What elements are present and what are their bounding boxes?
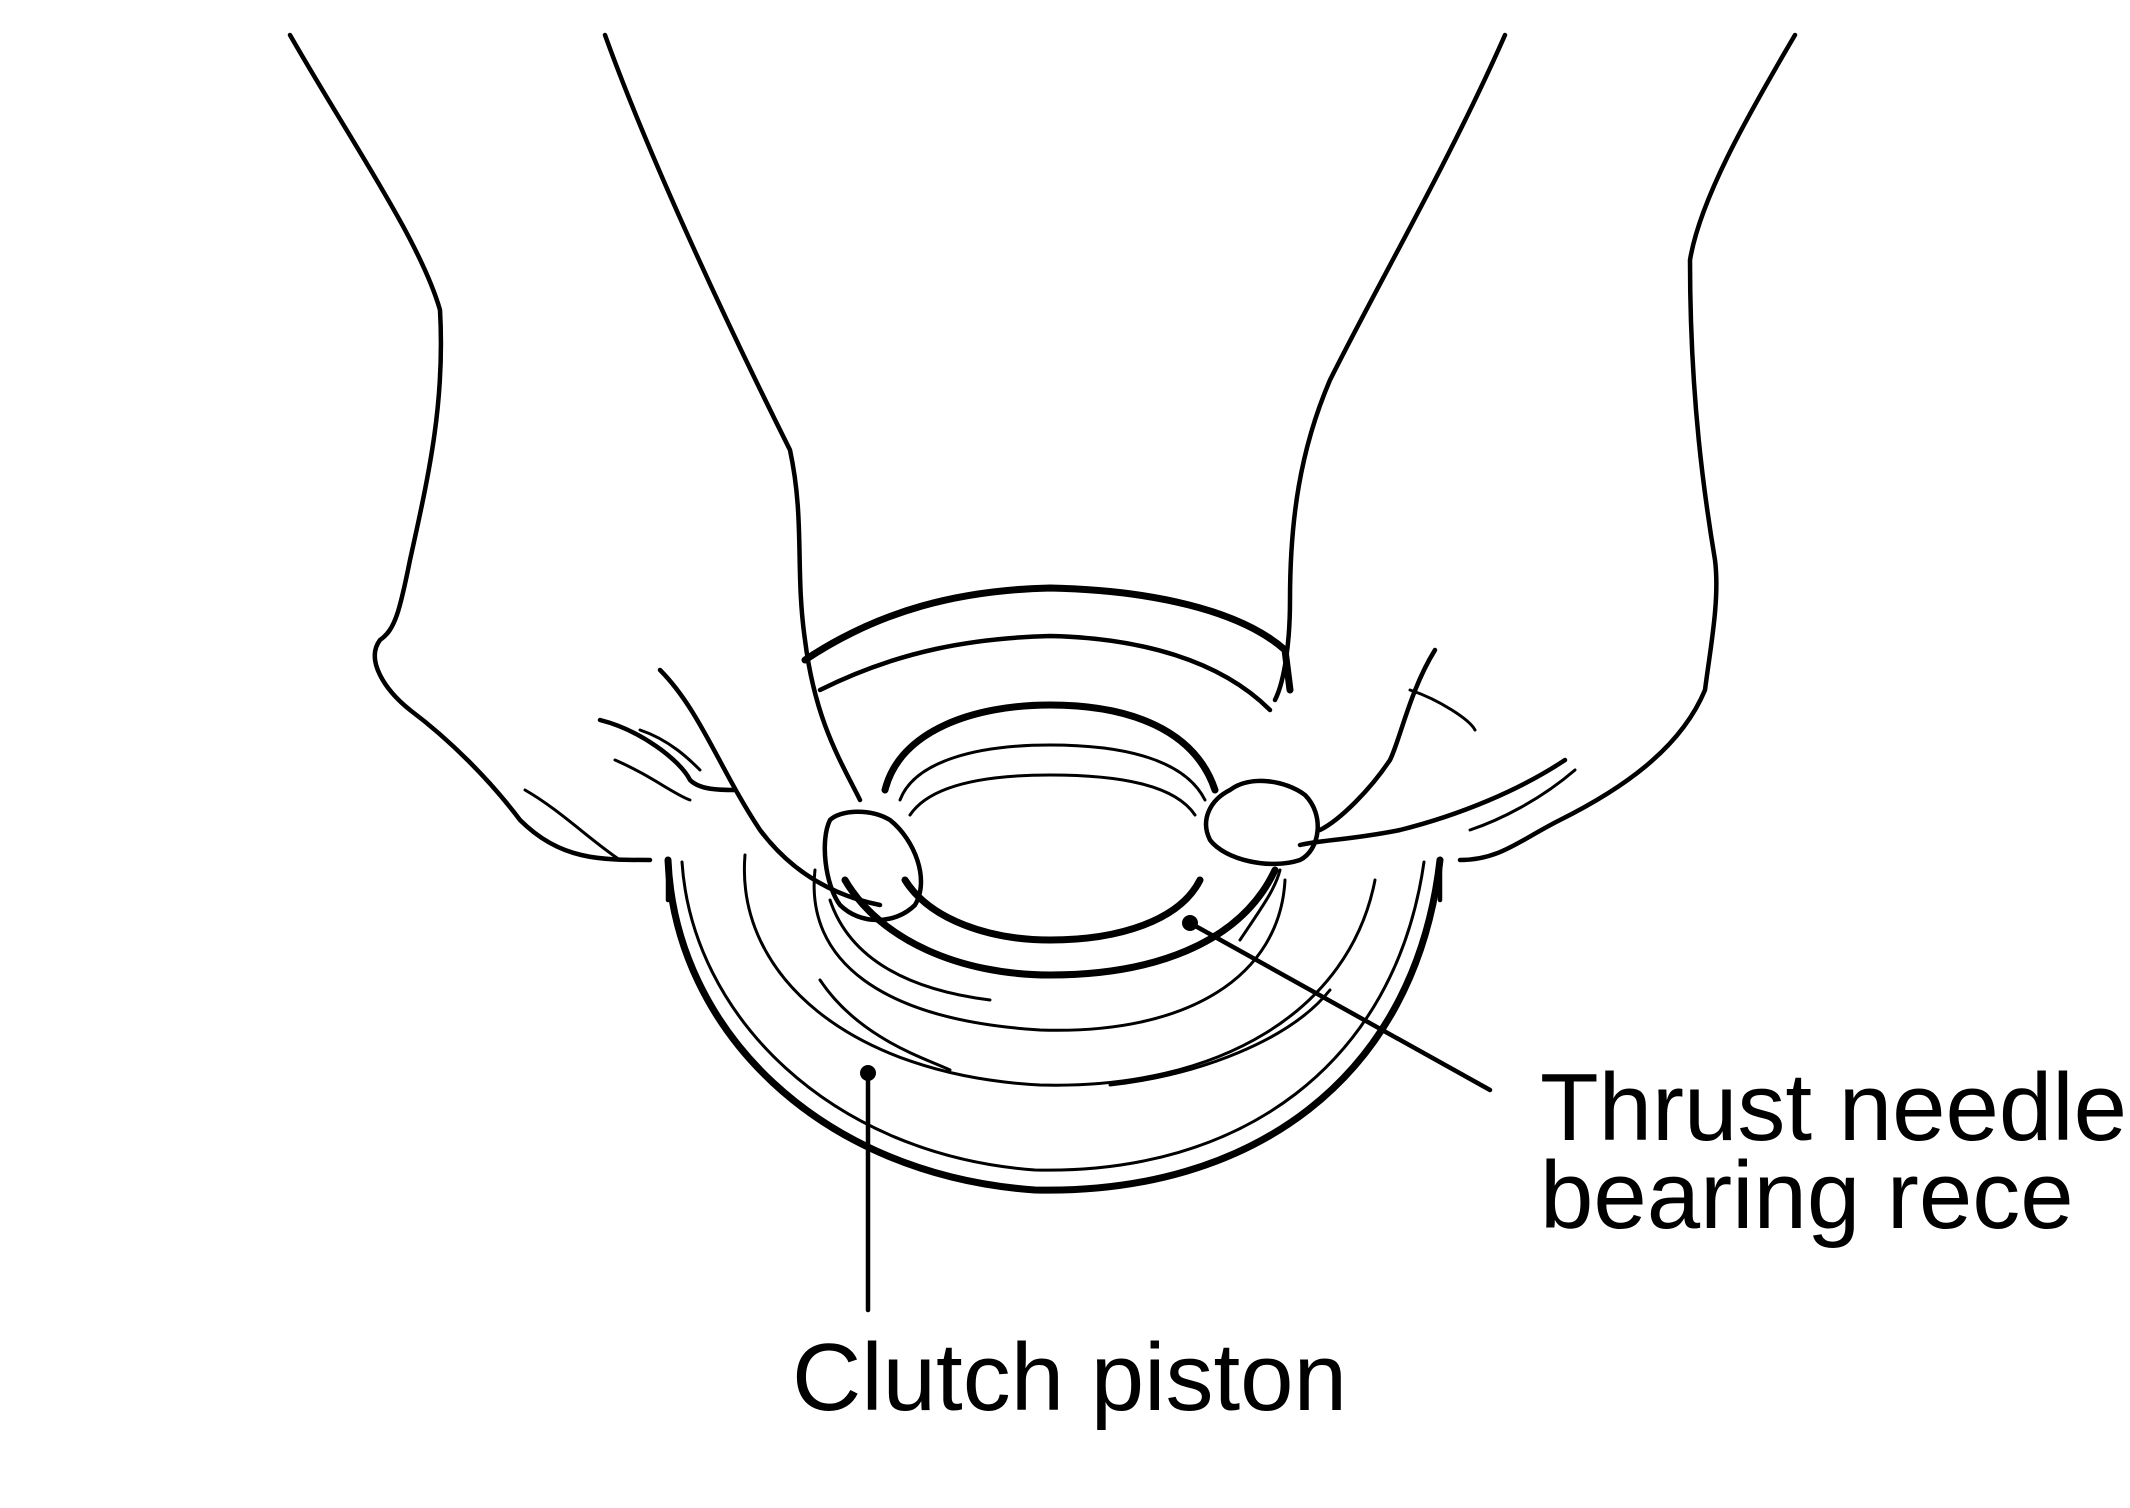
thrust-bearing-race	[841, 701, 1279, 979]
right-forearm-inner	[1272, 32, 1508, 703]
clutch-piston-label: Clutch piston	[792, 1324, 1347, 1431]
piston-mid-ridge	[742, 853, 1377, 1087]
race-outer	[841, 866, 1279, 979]
right-forearm-outer	[1457, 32, 1798, 863]
race-hole-top	[881, 701, 1219, 794]
right-hand	[1203, 32, 1798, 867]
piston-outer-rim	[664, 856, 1444, 1194]
clutch-piston	[664, 584, 1444, 1194]
piston-hub-step	[812, 868, 1287, 1032]
callouts	[860, 915, 1493, 1313]
left-hand	[287, 32, 924, 923]
left-forearm-inner	[602, 32, 863, 803]
piston-outer-rim-inner	[680, 860, 1426, 1172]
right-thumbnail	[1203, 778, 1320, 867]
thrust-label-line1: Thrust needle	[1540, 1054, 2127, 1161]
left-thumbnail	[822, 809, 924, 923]
piston-back-rim	[801, 584, 1294, 694]
thrust-callout-line	[1187, 920, 1493, 1093]
thrust-label-line2: bearing rece	[1540, 1142, 2074, 1249]
left-forearm-outer	[287, 32, 653, 863]
race-inner	[901, 876, 1204, 944]
